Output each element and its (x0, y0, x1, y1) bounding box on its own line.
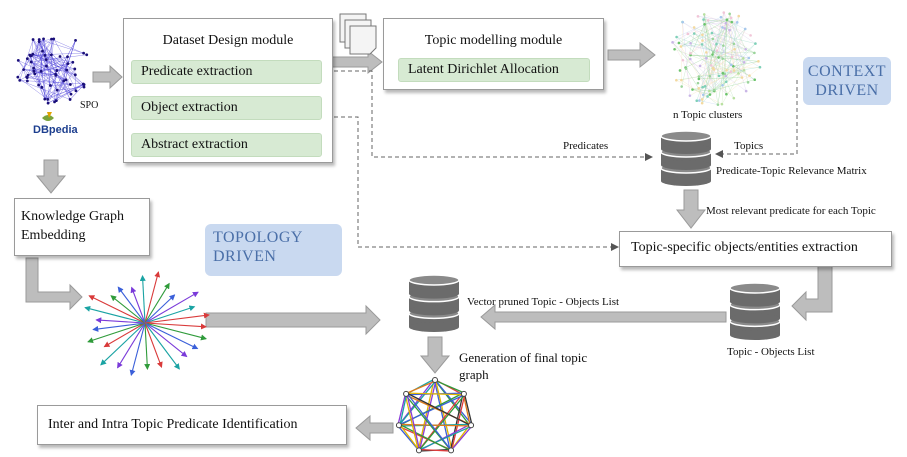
dbpedia-label: DBpedia (33, 124, 78, 136)
topology-driven-tag: TOPOLOGY DRIVEN (205, 224, 342, 276)
arrow-topic-specific-to-list (791, 264, 833, 322)
arrow-list-to-pruned (480, 303, 727, 331)
relevance-matrix-label: Predicate-Topic Relevance Matrix (716, 165, 867, 177)
vector-pruned-label: Vector pruned Topic - Objects List (467, 296, 620, 308)
topic-objects-list-label: Topic - Objects List (727, 346, 815, 358)
topic-specific-extraction-box: Topic-specific objects/entities extracti… (619, 231, 892, 267)
arrow-dataset-to-topic (331, 49, 383, 75)
arrow-topic-to-clusters (607, 41, 656, 69)
dataset-design-module: Dataset Design module Predicate extracti… (123, 18, 333, 163)
dataset-module-title: Dataset Design module (162, 33, 294, 48)
vector-pruned-db-icon (408, 274, 460, 332)
dashed-connectors (320, 70, 798, 251)
generation-label: Generation of final topic graph (459, 350, 588, 382)
dash-predicates (320, 70, 653, 161)
predicates-label: Predicates (563, 140, 609, 152)
spo-label: SPO (80, 100, 99, 111)
block-arrows (25, 41, 833, 442)
object-extraction: Object extraction (131, 96, 322, 120)
topic-specific-label: Topic-specific objects/entities extracti… (631, 240, 858, 255)
topic-module-title: Topic modelling module (424, 33, 563, 48)
spo-network-graphic (16, 37, 89, 105)
dash-topics (715, 80, 798, 158)
inter-intra-label: Inter and Intra Topic Predicate Identifi… (48, 417, 298, 432)
inter-intra-box: Inter and Intra Topic Predicate Identifi… (37, 405, 347, 445)
topic-objects-db-icon (729, 282, 781, 340)
relevance-matrix-db-icon (660, 130, 712, 186)
arrow-graph-to-dataset (92, 64, 123, 90)
dbpedia-logo (42, 112, 54, 121)
dash-objects (320, 116, 619, 251)
arrow-graph-to-inter-intra (355, 414, 394, 442)
arrow-kge-to-embedding (25, 257, 83, 311)
document-stack-icon (339, 13, 377, 55)
arrow-embedding-to-db (205, 304, 381, 336)
lda-method: Latent Dirichlet Allocation (398, 58, 590, 82)
topic-clusters-graphic (671, 11, 762, 106)
abstract-extraction: Abstract extraction (131, 133, 322, 157)
kge-label: Knowledge Graph Embedding (21, 209, 125, 243)
topics-label: Topics (734, 140, 764, 152)
predicate-extraction: Predicate extraction (131, 60, 322, 84)
arrow-dbpedia-to-kge (35, 159, 67, 194)
most-relevant-label: Most relevant predicate for each Topic (706, 205, 876, 217)
topic-modelling-module: Topic modelling module Latent Dirichlet … (383, 18, 604, 90)
arrow-matrix-to-topic-specific (675, 189, 707, 229)
topic-clusters-label: n Topic clusters (673, 109, 743, 121)
final-topic-graph-graphic (395, 377, 475, 454)
arrow-db-to-graph (419, 336, 451, 374)
context-driven-tag: CONTEXT DRIVEN (803, 57, 891, 105)
embedding-vectors-graphic (84, 271, 210, 377)
knowledge-graph-embedding-box: Knowledge Graph Embedding (14, 198, 150, 256)
